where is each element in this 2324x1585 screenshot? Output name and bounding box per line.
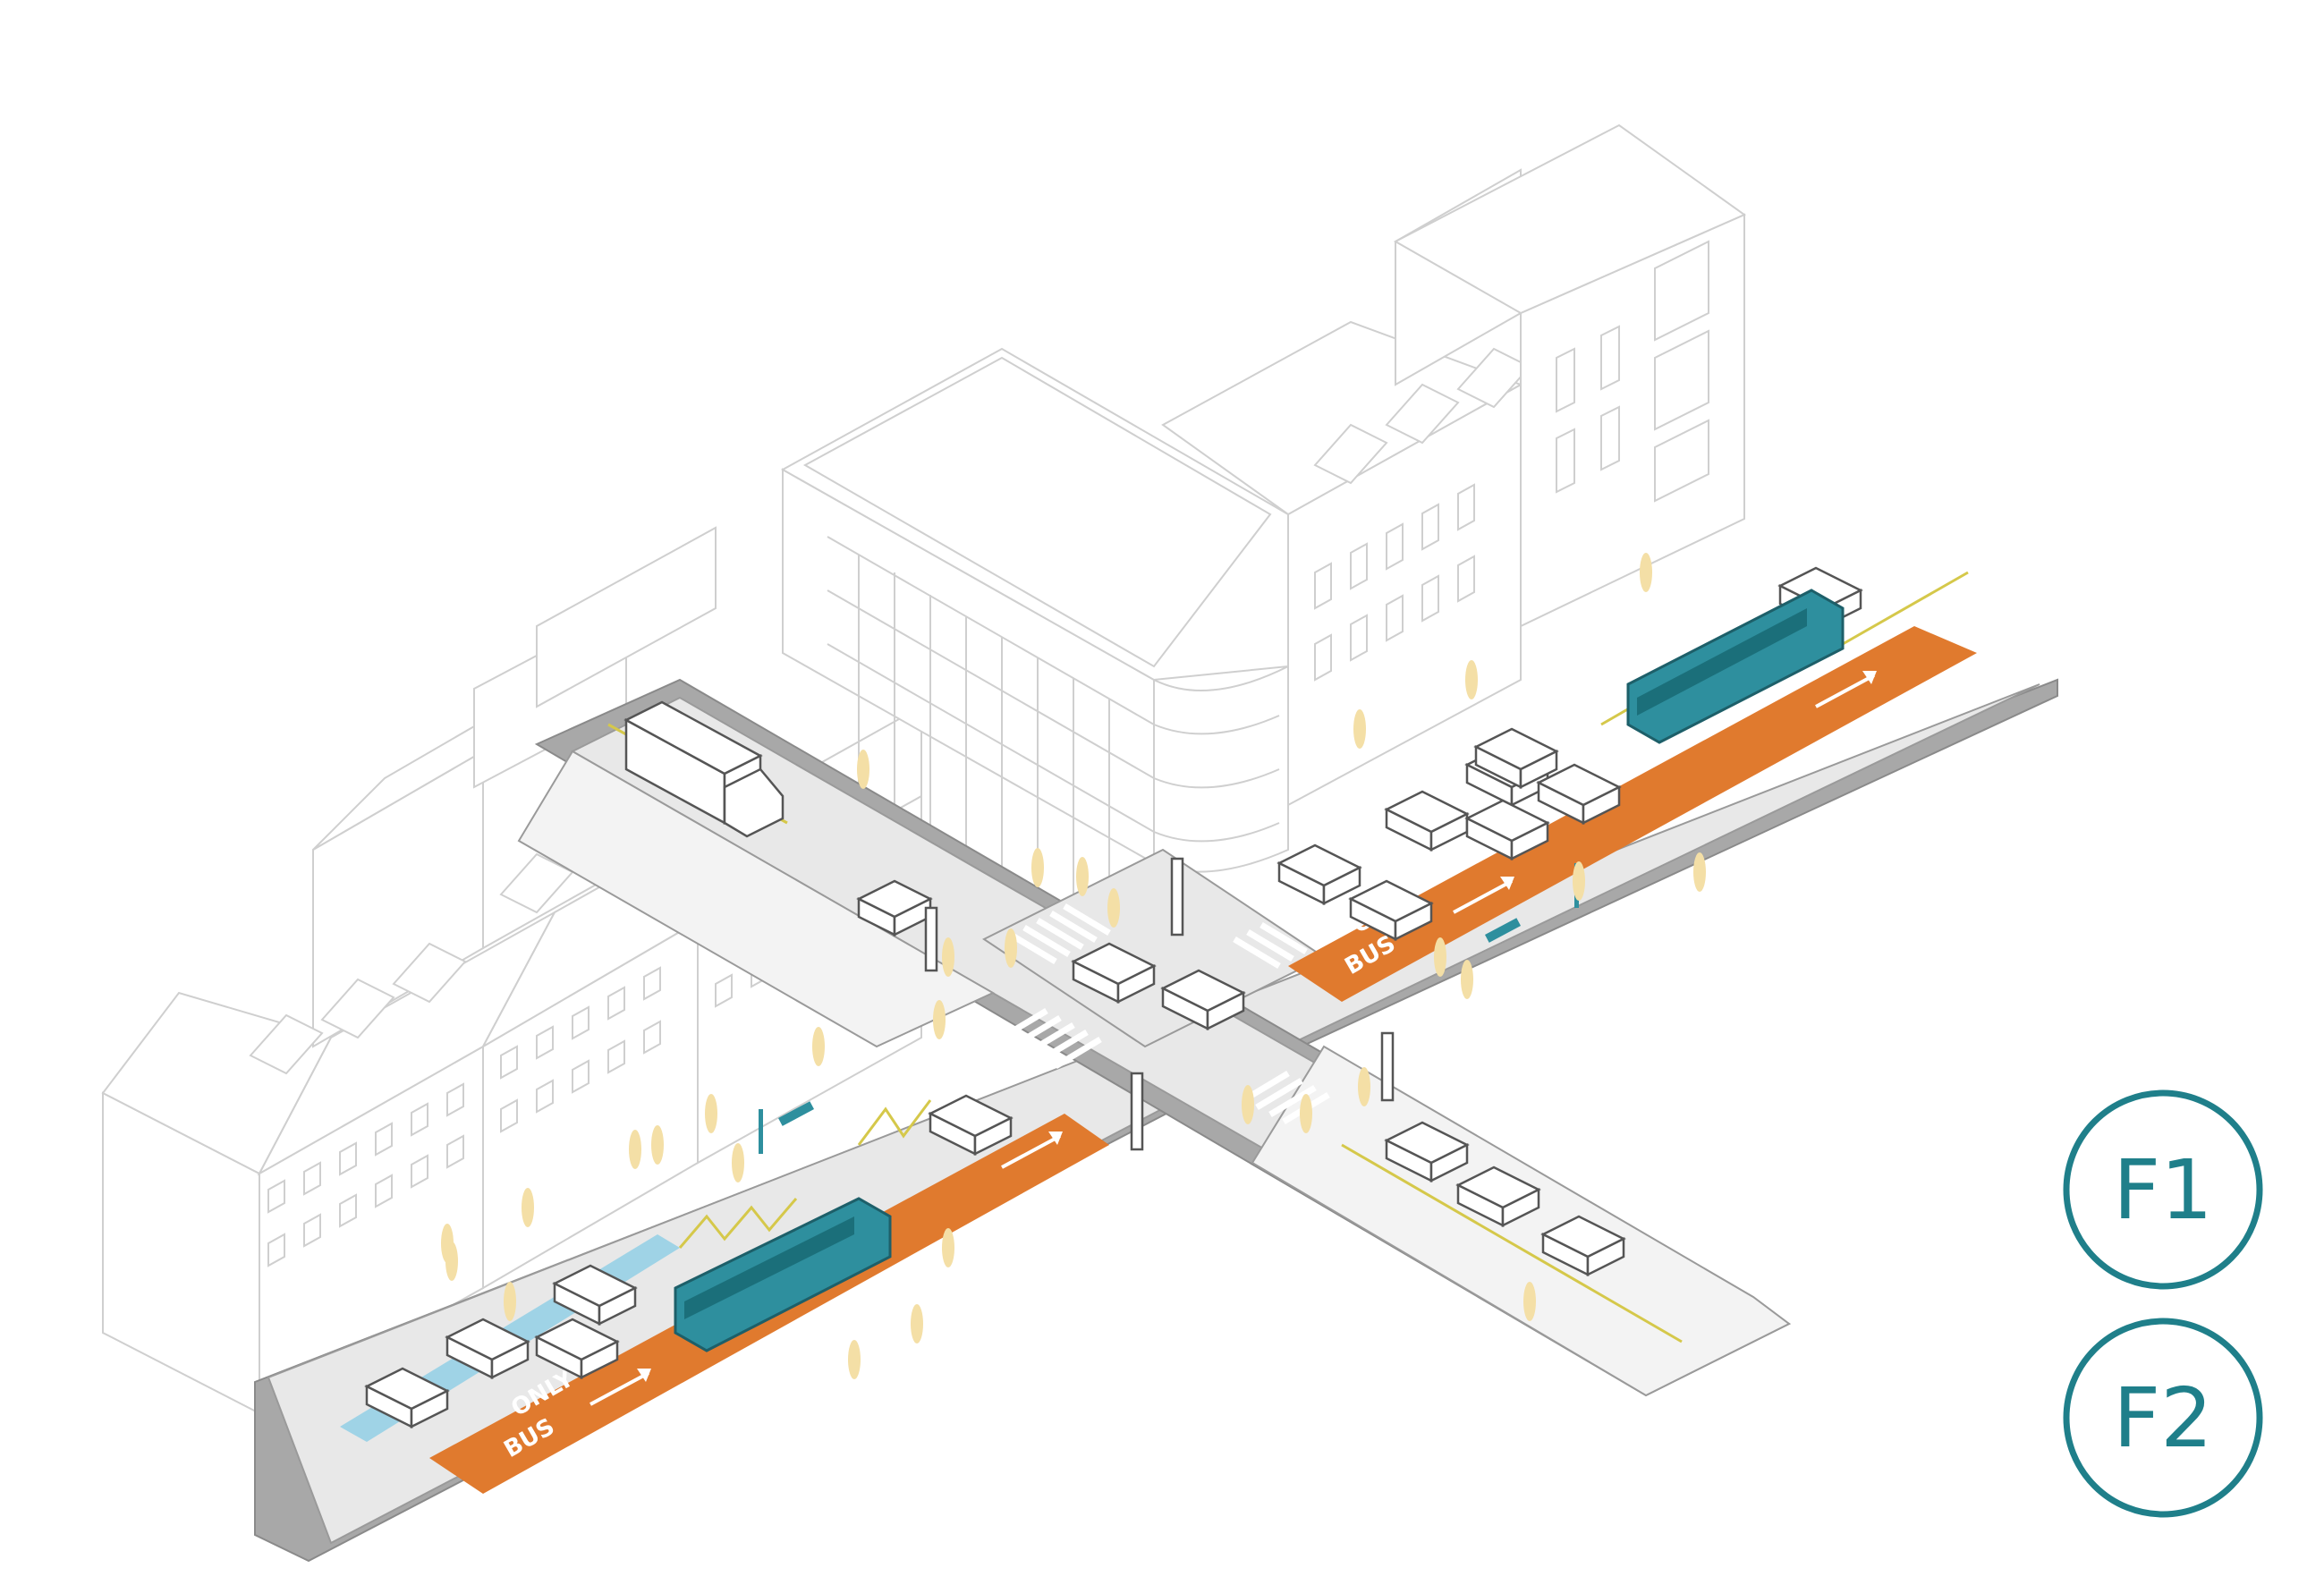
pedestrian xyxy=(1242,1085,1254,1124)
right-terrace-buildings xyxy=(1161,320,1531,807)
bus-lane-arrow-head xyxy=(637,1369,651,1382)
pedestrian xyxy=(441,1224,454,1263)
car xyxy=(1473,727,1559,790)
badge-f2-circle xyxy=(2063,1318,2263,1518)
bus-lane-arrow xyxy=(1815,674,1875,708)
pedestrian xyxy=(942,1228,954,1267)
bus-back xyxy=(1626,589,1845,744)
pedestrian xyxy=(942,937,954,977)
bus-front xyxy=(674,1197,892,1352)
pedestrian xyxy=(1300,1094,1312,1133)
pedestrian xyxy=(1523,1282,1536,1321)
pedestrian xyxy=(1005,928,1017,968)
car xyxy=(445,1318,530,1380)
pedestrian xyxy=(848,1340,861,1379)
bus-lane-arrows xyxy=(589,671,1877,1406)
pedestrian xyxy=(1353,709,1366,749)
car xyxy=(1348,879,1434,942)
central-office-building xyxy=(780,347,1289,931)
traffic-signal xyxy=(1130,1072,1144,1151)
pedestrian xyxy=(705,1094,717,1133)
car xyxy=(1384,1121,1470,1183)
pedestrian xyxy=(812,1027,825,1066)
bus-lane-arrow xyxy=(1453,879,1513,914)
pedestrian xyxy=(933,1000,946,1039)
pedestrian xyxy=(1461,960,1473,999)
bus-lane-arrow-head xyxy=(1862,671,1877,684)
bus-lane-arrow xyxy=(1001,1134,1061,1169)
car xyxy=(1160,969,1246,1031)
traffic-signal xyxy=(1170,857,1184,937)
pedestrian xyxy=(522,1188,534,1227)
car xyxy=(1536,763,1622,826)
pedestrian xyxy=(1031,848,1044,887)
car xyxy=(1384,790,1470,852)
car xyxy=(928,1094,1014,1157)
zebra-crossings xyxy=(1000,903,1330,1125)
pedestrian xyxy=(504,1282,516,1321)
bus-lane-arrow-head xyxy=(1500,877,1514,890)
pedestrian xyxy=(629,1130,641,1169)
sidewalk-top-left xyxy=(517,750,996,1048)
car xyxy=(552,1264,638,1326)
cars xyxy=(364,566,1863,1429)
badge-f2: F2 xyxy=(2063,1318,2263,1518)
badge-f1: F1 xyxy=(2063,1089,2263,1290)
pedestrian xyxy=(651,1125,664,1165)
delivery-truck xyxy=(623,700,785,838)
pedestrian xyxy=(1434,937,1446,977)
car xyxy=(1464,799,1550,861)
pedestrian xyxy=(1107,888,1120,928)
pedestrian xyxy=(732,1143,744,1182)
car xyxy=(1277,843,1362,906)
pedestrian xyxy=(911,1304,923,1343)
car xyxy=(856,879,933,937)
car xyxy=(534,1318,620,1380)
car xyxy=(364,1367,450,1429)
pedestrians xyxy=(441,553,1706,1379)
tall-corner-building xyxy=(1393,123,1747,628)
bus-lane-arrow-head xyxy=(1048,1132,1063,1145)
badge-f2-label: F2 xyxy=(2113,1370,2212,1466)
pedestrian xyxy=(1693,852,1706,892)
traffic-signals xyxy=(924,857,1395,1151)
pedestrian xyxy=(1076,857,1089,896)
pedestrian xyxy=(1640,553,1652,592)
sidewalk-bottom-right xyxy=(1251,1045,1791,1397)
pedestrian xyxy=(857,750,869,789)
badge-f1-circle xyxy=(2063,1089,2263,1290)
badge-f1-label: F1 xyxy=(2113,1142,2212,1238)
car xyxy=(1455,1165,1541,1228)
bus-stop-pole xyxy=(759,1109,763,1154)
traffic-signal xyxy=(924,906,938,972)
bus-stop-bench xyxy=(1485,918,1522,943)
bus-stop-bench xyxy=(777,1101,815,1126)
traffic-signal xyxy=(1380,1031,1395,1102)
car xyxy=(1540,1215,1626,1277)
car xyxy=(1071,942,1157,1004)
pedestrian xyxy=(1573,861,1585,901)
bus-lane-arrow xyxy=(589,1371,649,1406)
pedestrian xyxy=(1465,660,1478,699)
pedestrian xyxy=(1358,1067,1370,1106)
